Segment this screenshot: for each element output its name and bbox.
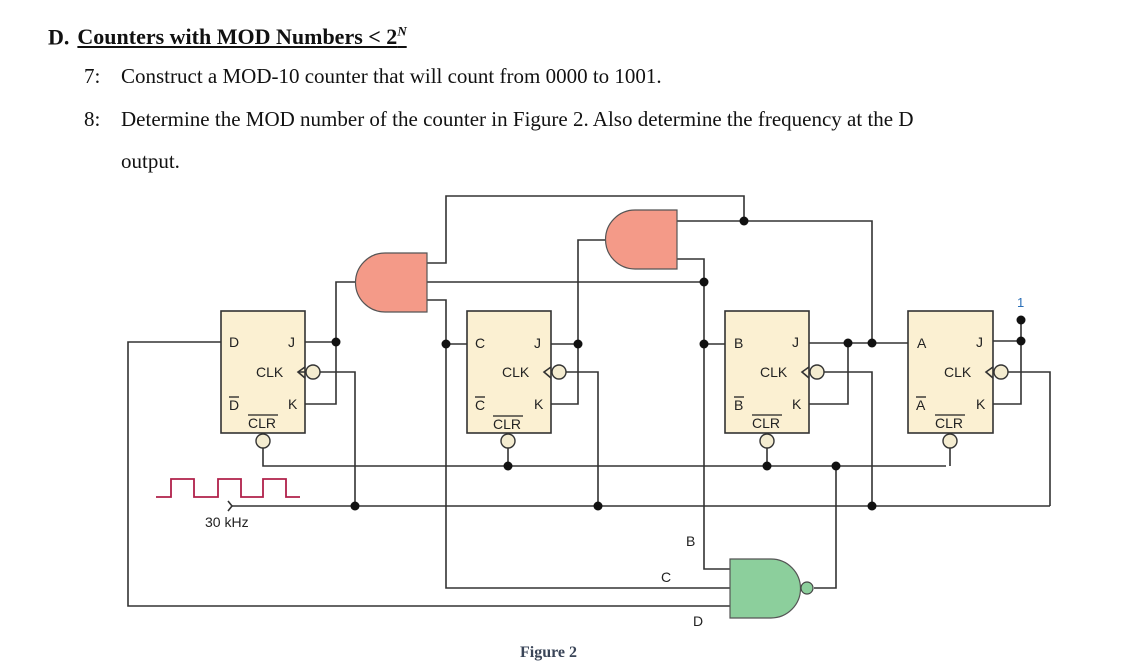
clock-triangle-icon — [800, 366, 810, 379]
nand-input-label-d: D — [693, 613, 703, 629]
qbar-label: C — [475, 397, 485, 413]
q-label: B — [734, 335, 743, 351]
flip-flop-c: C J CLK C K CLR — [466, 310, 567, 449]
nand-input-label-b: B — [686, 533, 695, 549]
clk-label: CLK — [760, 364, 788, 380]
q-label: D — [229, 334, 239, 350]
question-text: Construct a MOD-10 counter that will cou… — [121, 64, 662, 88]
j-label: J — [792, 334, 799, 350]
j-label: J — [534, 335, 541, 351]
section-letter: D. — [48, 24, 70, 50]
logic-high-label: 1 — [1017, 295, 1024, 310]
clr-bubble — [500, 433, 516, 449]
j-label: J — [976, 334, 983, 350]
clr-label: CLR — [248, 415, 276, 431]
qbar-label: A — [916, 397, 926, 413]
k-label: K — [534, 396, 544, 412]
junction-dots — [331, 216, 1026, 511]
wires — [127, 195, 1051, 607]
clock-triangle-icon — [984, 366, 994, 379]
clr-label: CLR — [752, 415, 780, 431]
question-text: Determine the MOD number of the counter … — [121, 107, 914, 131]
and-gate-2 — [604, 209, 678, 270]
qbar-label: D — [229, 397, 239, 413]
question-number: 7: — [84, 64, 101, 88]
k-label: K — [976, 396, 986, 412]
clk-bubble — [551, 364, 567, 380]
clk-label: CLK — [502, 364, 530, 380]
clk-bubble — [993, 364, 1009, 380]
section-heading: D. Counters with MOD Numbers < 2N — [48, 24, 407, 50]
clr-label: CLR — [493, 416, 521, 432]
flip-flop-a: A J CLK A K CLR — [907, 310, 1009, 449]
figure-caption: Figure 2 — [520, 644, 577, 661]
qbar-label: B — [734, 397, 743, 413]
clk-bubble — [809, 364, 825, 380]
clr-bubble — [255, 433, 271, 449]
j-label: J — [288, 334, 295, 350]
section-title-text: Counters with MOD Numbers < 2 — [77, 24, 398, 50]
clk-label: CLK — [256, 364, 284, 380]
clr-label: CLR — [935, 415, 963, 431]
question-text: output. — [121, 149, 180, 173]
clr-bubble — [942, 433, 958, 449]
clk-bubble — [305, 364, 321, 380]
nand-gate — [729, 558, 802, 619]
question-number: 8: — [84, 107, 101, 131]
section-title: Counters with MOD Numbers < 2N — [77, 24, 406, 49]
q-label: A — [917, 335, 927, 351]
clock-waveform — [156, 478, 300, 498]
nand-input-label-c: C — [661, 569, 671, 585]
flip-flop-b: B J CLK B K CLR — [724, 310, 825, 449]
flip-flop-d: D J CLK D K CLR — [220, 310, 321, 449]
superscript: N — [397, 24, 407, 39]
k-label: K — [792, 396, 802, 412]
and-gate-1 — [354, 252, 428, 313]
clock-triangle-icon — [296, 366, 306, 379]
clock-triangle-icon — [542, 366, 552, 379]
q-label: C — [475, 335, 485, 351]
clr-bubble — [759, 433, 775, 449]
nand-output-bubble — [800, 581, 814, 595]
k-label: K — [288, 396, 298, 412]
clock-frequency-label: 30 kHz — [205, 514, 249, 530]
clk-label: CLK — [944, 364, 972, 380]
